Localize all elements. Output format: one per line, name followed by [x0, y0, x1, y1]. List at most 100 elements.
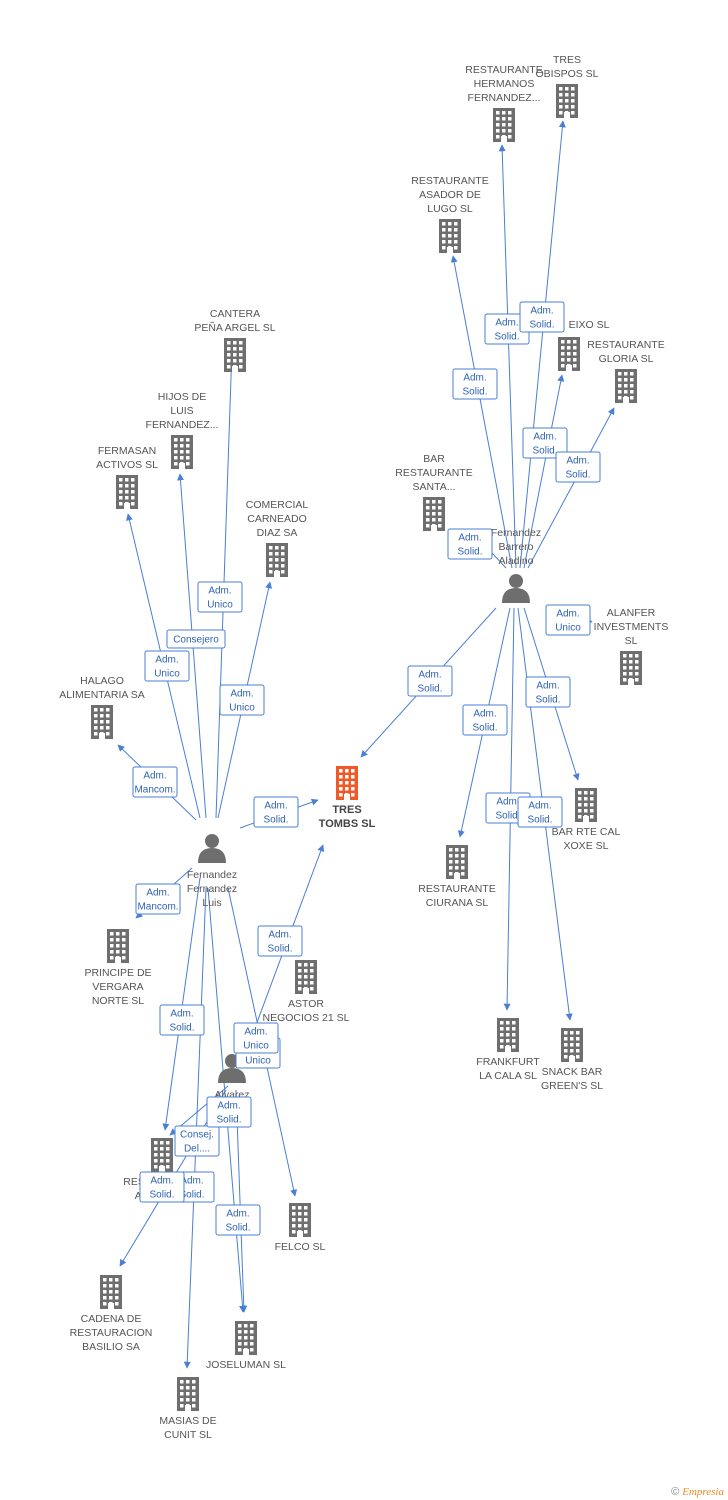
edge-label-box	[166, 629, 226, 649]
node-label: CANTERA	[210, 308, 260, 320]
person-icon	[502, 574, 530, 603]
company-node-eixo[interactable]: EIXO SL	[558, 319, 610, 371]
edge-label-box	[197, 581, 243, 613]
company-node-felco[interactable]: FELCO SL	[275, 1203, 326, 1253]
edge-label-text: Adm.	[556, 609, 579, 620]
brand-logo[interactable]: Empresia	[682, 1486, 724, 1498]
edge-label-text: Adm.	[495, 318, 518, 329]
edge-label-snack[interactable]: Adm.Solid.	[517, 796, 563, 828]
node-label: MASIAS DE	[159, 1415, 216, 1427]
node-label: TRES	[332, 804, 361, 816]
edge-label-eixo[interactable]: Adm.Solid.	[522, 427, 568, 459]
building-icon	[151, 1138, 173, 1172]
edge-label-text: Adm.	[155, 655, 178, 666]
edge-label-gloria[interactable]: Adm.Solid.	[555, 451, 601, 483]
edge-label-box	[233, 1022, 279, 1054]
edge-label-astor[interactable]: Adm.Unico	[233, 1022, 279, 1054]
edge-label-tres_tombs[interactable]: Adm.Solid.	[253, 796, 299, 828]
edge-p_aladino-to-eixo	[523, 374, 565, 569]
node-label: FRANKFURT	[476, 1056, 540, 1068]
edge-label-tres_tombs[interactable]: Adm.Solid.	[257, 925, 303, 957]
edge-label-box	[407, 665, 453, 697]
edge-label-box	[139, 1171, 185, 1203]
edge-label-hermanos[interactable]: Adm. Solid.	[484, 313, 530, 345]
edge-label-text: Adm.	[418, 670, 441, 681]
building-icon	[91, 705, 113, 739]
edge-label-tres_obispos[interactable]: Adm.Solid.	[519, 301, 565, 333]
edge-label-text: Solid.	[494, 332, 519, 343]
building-icon	[493, 108, 515, 142]
edge-label-aribau[interactable]: Consej.Del....	[174, 1125, 220, 1157]
person-icon	[198, 834, 226, 863]
edge-label-hijos[interactable]: Consejero	[166, 629, 226, 649]
edge-label-joseluman[interactable]: Adm.Solid.	[215, 1204, 261, 1236]
edge-label-bar_santa[interactable]: Adm.Solid.	[447, 528, 493, 560]
edge-label-text: Mancom.	[134, 785, 175, 796]
node-label: ALIMENTARIA SA	[59, 689, 145, 701]
edge-label-comercial[interactable]: Adm.Unico	[219, 684, 265, 716]
node-label: GLORIA SL	[599, 353, 654, 365]
edge-label-text: Adm.	[244, 1027, 267, 1038]
edge-label-cadena[interactable]: Adm.Solid.	[139, 1171, 185, 1203]
edge-label-cantera[interactable]: Adm.Unico	[197, 581, 243, 613]
edge-label-text: Mancom.	[137, 902, 178, 913]
edge-p_aladino-to-tres_obispos	[519, 120, 566, 569]
node-label: PEÑA ARGEL SL	[194, 321, 275, 334]
building-icon	[224, 338, 246, 372]
building-icon	[289, 1203, 311, 1237]
edge-label-text: Solid.	[169, 1023, 194, 1034]
building-icon	[615, 369, 637, 403]
building-icon	[620, 651, 642, 685]
edge-label-text: Adm.	[536, 681, 559, 692]
edge-label-xoxe[interactable]: Adm.Solid.	[525, 676, 571, 708]
edge-label-box	[452, 368, 498, 400]
edge-label-text: Adm.	[170, 1009, 193, 1020]
edge-label-aribau[interactable]: Adm. Solid.	[159, 1004, 205, 1036]
node-label: RESTAURANTE	[418, 883, 495, 895]
company-node-hermanos[interactable]: RESTAURANTEHERMANOSFERNANDEZ...	[465, 64, 543, 142]
edge-label-joseluman[interactable]: Adm.Solid.	[206, 1096, 252, 1128]
node-label: Fernandez	[491, 527, 541, 539]
company-node-hijos[interactable]: HIJOS DELUISFERNANDEZ...	[146, 391, 219, 469]
building-icon	[235, 1321, 257, 1355]
node-label: HIJOS DE	[158, 391, 206, 403]
edge-label-tres_tombs[interactable]: Adm.Solid.	[407, 665, 453, 697]
edge-label-text: Adm.	[268, 930, 291, 941]
node-label: TOMBS SL	[319, 818, 376, 830]
edge-label-box	[215, 1204, 261, 1236]
node-label: NEGOCIOS 21 SL	[263, 1012, 350, 1024]
node-label: FERNANDEZ...	[468, 92, 541, 104]
company-node-tres_tombs[interactable]: TRES TOMBS SL	[319, 766, 376, 830]
company-node-bar_santa[interactable]: BARRESTAURANTESANTA...	[395, 453, 473, 531]
edge-label-asador[interactable]: Adm.Solid.	[452, 368, 498, 400]
edge-label-alanfer[interactable]: Adm.Unico	[545, 604, 591, 636]
edge-label-ciurana[interactable]: Adm.Solid.	[462, 704, 508, 736]
copyright-symbol: ©	[671, 1486, 680, 1498]
edge-label-principe[interactable]: Adm. Mancom.	[135, 883, 181, 915]
edge-label-text: Adm.	[146, 888, 169, 899]
company-node-joseluman[interactable]: JOSELUMAN SL	[206, 1321, 286, 1371]
node-label: VERGARA	[92, 981, 143, 993]
edge-label-fermasan[interactable]: Adm.Unico	[144, 650, 190, 682]
node-label: GREEN'S SL	[541, 1080, 603, 1092]
edge-label-halago[interactable]: Adm.Mancom.	[132, 766, 178, 798]
